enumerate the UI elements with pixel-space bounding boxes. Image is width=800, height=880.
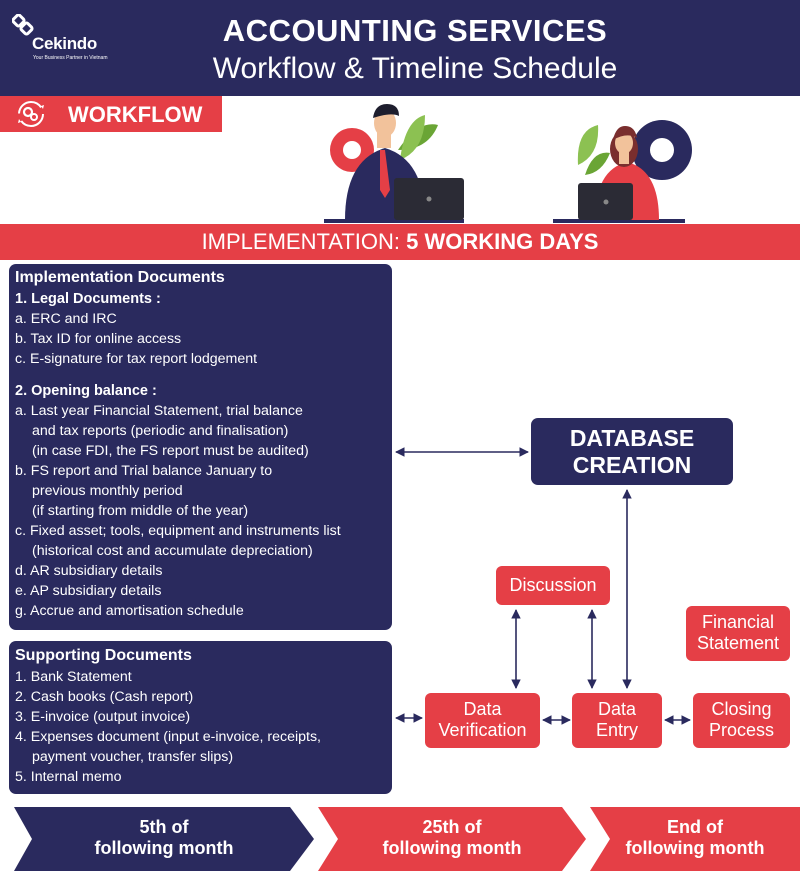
- gears-cycle-icon: [18, 101, 44, 127]
- doc-line: previous monthly period: [32, 483, 183, 499]
- office-workers-illustration: [324, 104, 692, 223]
- timeline-step-2-line1: 25th of: [422, 817, 482, 837]
- doc-line: 1. Bank Statement: [15, 669, 132, 685]
- timeline-step-1-line2: following month: [94, 838, 234, 858]
- timeline-step-1-line1: 5th of: [139, 817, 189, 837]
- database-creation-line2: CREATION: [572, 452, 692, 478]
- doc-line: e. AP subsidiary details: [15, 583, 162, 599]
- doc-line: c. Fixed asset; tools, equipment and ins…: [15, 523, 341, 539]
- woman-at-laptop-illustration: [553, 120, 692, 223]
- cekindo-logo-icon: [12, 14, 34, 36]
- data-verification-line2: Verification: [438, 720, 527, 740]
- timeline-arrow-shape: [318, 807, 586, 871]
- data-verification-box: Data Verification: [425, 693, 540, 748]
- doc-line: a. Last year Financial Statement, trial …: [15, 403, 303, 419]
- supporting-documents-title: Supporting Documents: [15, 647, 192, 664]
- workflow-label: WORKFLOW: [68, 102, 203, 127]
- page-subtitle: Workflow & Timeline Schedule: [212, 52, 618, 85]
- implementation-documents-title: Implementation Documents: [15, 269, 225, 286]
- financial-statement-box: Financial Statement: [686, 606, 790, 661]
- timeline-step-3-line1: End of: [667, 817, 723, 837]
- logo-name: Cekindo: [32, 34, 97, 53]
- logo-tagline: Your Business Partner in Vietnam: [33, 55, 108, 61]
- data-entry-box: Data Entry: [572, 693, 662, 748]
- implementation-prefix: IMPLEMENTATION:: [201, 229, 407, 254]
- doc-line: 5. Internal memo: [15, 769, 122, 785]
- page-title: ACCOUNTING SERVICES: [222, 13, 608, 48]
- doc-line: 1. Legal Documents :: [15, 291, 161, 307]
- supporting-documents-box: Supporting Documents 1. Bank Statement 2…: [9, 641, 392, 794]
- timeline-step-1: 5th of following month: [14, 807, 314, 871]
- doc-line: (if starting from middle of the year): [32, 503, 249, 519]
- workflow-tag: WORKFLOW: [0, 96, 222, 132]
- closing-process-line1: Closing: [711, 699, 772, 719]
- timeline-step-3: End of following month: [590, 807, 800, 871]
- financial-statement-line1: Financial: [701, 612, 775, 632]
- implementation-duration: 5 WORKING DAYS: [406, 229, 599, 254]
- timeline-step-2: 25th of following month: [318, 807, 586, 871]
- doc-line: c. E-signature for tax report lodgement: [15, 351, 258, 367]
- implementation-duration-bar: IMPLEMENTATION: 5 WORKING DAYS: [0, 224, 800, 260]
- doc-line: 2. Opening balance :: [15, 383, 157, 399]
- implementation-documents-box: Implementation Documents 1. Legal Docume…: [9, 264, 392, 630]
- data-entry-line2: Entry: [595, 720, 638, 740]
- database-creation-box: DATABASE CREATION: [531, 418, 733, 485]
- doc-line: 2. Cash books (Cash report): [15, 689, 194, 705]
- doc-line: 4. Expenses document (input e-invoice, r…: [15, 729, 321, 745]
- doc-line: a. ERC and IRC: [15, 311, 117, 327]
- doc-line: payment voucher, transfer slips): [32, 749, 234, 765]
- implementation-text: IMPLEMENTATION: 5 WORKING DAYS: [0, 229, 800, 255]
- financial-statement-line2: Statement: [696, 633, 780, 653]
- doc-line: b. Tax ID for online access: [15, 331, 182, 347]
- doc-line: d. AR subsidiary details: [15, 563, 163, 579]
- discussion-box: Discussion: [496, 566, 610, 605]
- timeline-arrow-shape: [590, 807, 800, 871]
- discussion-label: Discussion: [509, 575, 597, 595]
- closing-process-line2: Process: [708, 720, 775, 740]
- doc-line: 3. E-invoice (output invoice): [15, 709, 191, 725]
- doc-line: g. Accrue and amortisation schedule: [15, 603, 244, 619]
- timeline-step-3-line2: following month: [625, 838, 765, 858]
- closing-process-box: Closing Process: [693, 693, 790, 748]
- man-at-laptop-illustration: [324, 104, 464, 223]
- timeline-step-2-line2: following month: [382, 838, 522, 858]
- timeline-arrow-shape: [14, 807, 314, 871]
- doc-line: b. FS report and Trial balance January t…: [15, 463, 273, 479]
- header-banner: Cekindo Your Business Partner in Vietnam…: [0, 0, 800, 96]
- doc-line: (historical cost and accumulate deprecia…: [32, 543, 313, 559]
- data-entry-line1: Data: [597, 699, 637, 719]
- doc-line: (in case FDI, the FS report must be audi…: [32, 443, 309, 459]
- doc-line: and tax reports (periodic and finalisati…: [32, 423, 289, 439]
- data-verification-line1: Data: [463, 699, 502, 719]
- database-creation-line1: DATABASE: [569, 425, 695, 451]
- cekindo-logo[interactable]: Cekindo Your Business Partner in Vietnam: [12, 14, 112, 64]
